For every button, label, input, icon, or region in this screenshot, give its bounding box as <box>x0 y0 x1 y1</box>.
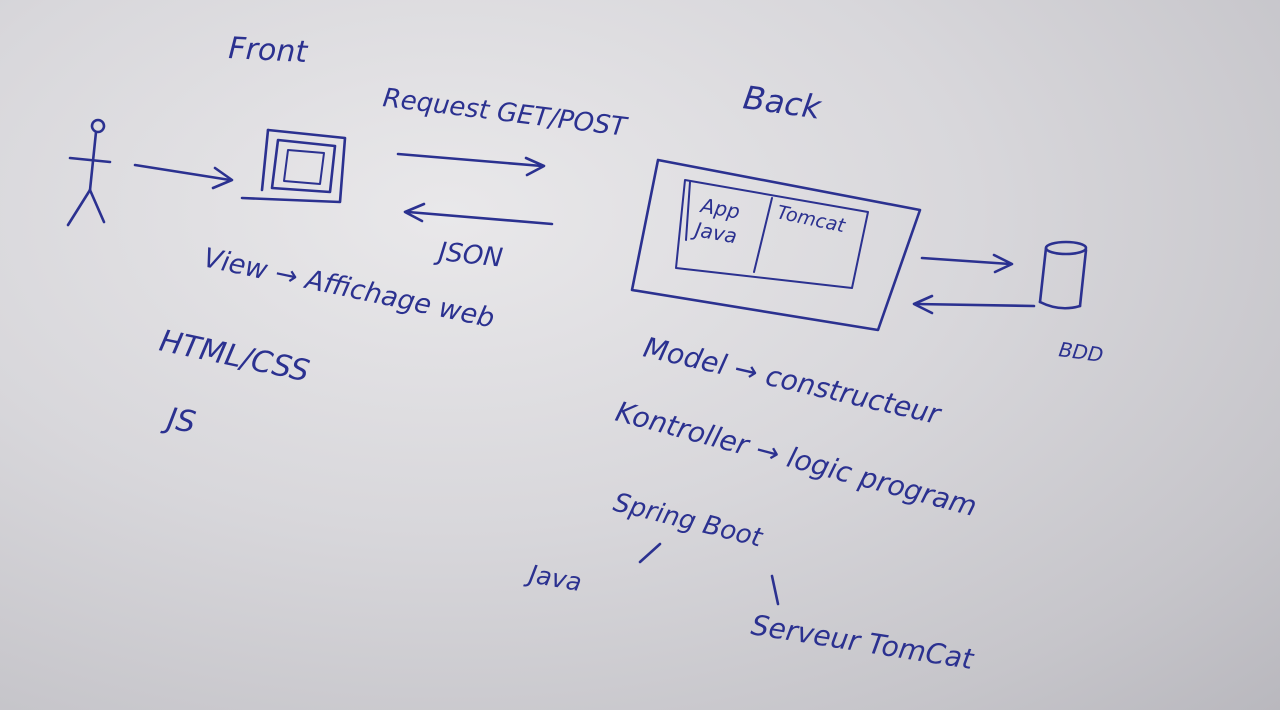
back-label: Back <box>741 78 825 127</box>
arrow-request <box>396 152 546 177</box>
arrow-json-response <box>403 202 554 226</box>
branch-to-tomcat <box>770 574 780 606</box>
arrow-server-to-db <box>920 253 1014 274</box>
json-label: JSON <box>432 237 504 274</box>
server-box-icon <box>630 158 922 332</box>
spring-boot-label: Spring Boot <box>610 488 766 554</box>
js-label: JS <box>160 401 198 441</box>
screen-icon <box>240 128 347 204</box>
request-label: Request GET/POST <box>381 83 630 143</box>
html-css-label: HTML/CSS <box>156 324 312 390</box>
front-label: Front <box>228 31 310 70</box>
java-label: Java <box>522 558 584 597</box>
arrow-user-to-screen <box>133 163 234 190</box>
branch-to-java <box>638 542 662 564</box>
server-tomcat-label: Serveur TomCat <box>749 608 977 676</box>
stick-figure-user-icon <box>66 118 112 227</box>
arrow-db-to-server <box>912 294 1036 315</box>
database-cylinder-icon <box>1038 240 1088 310</box>
bdd-label: BDD <box>1057 337 1104 367</box>
